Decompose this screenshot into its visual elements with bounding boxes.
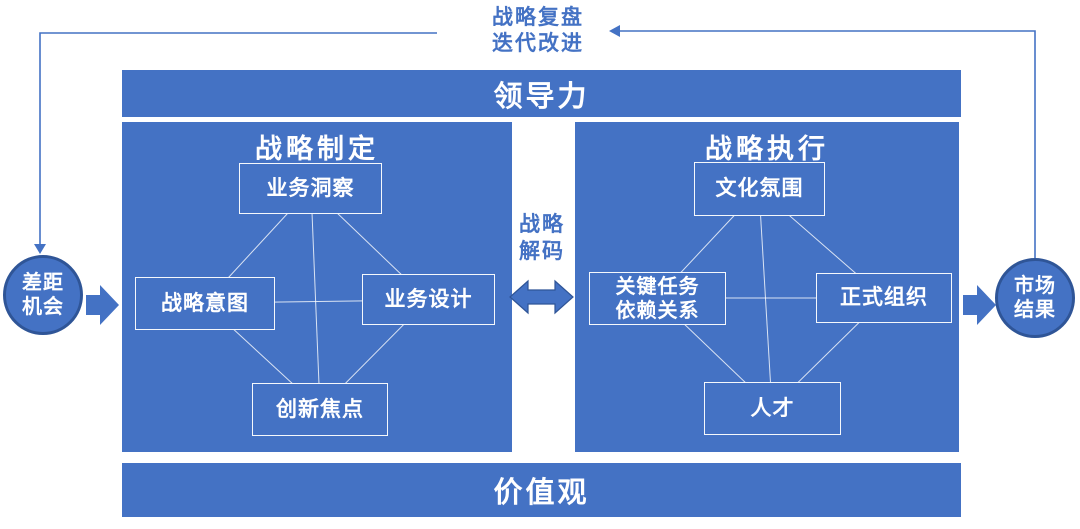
feedback-arrow-left xyxy=(34,32,437,254)
business-design-label: 业务设计 xyxy=(384,287,473,311)
market-label: 市场 xyxy=(1014,275,1056,297)
key-tasks-dependencies-box: 关键任务 依赖关系 xyxy=(589,272,726,325)
strategy-decode-line1: 战略 xyxy=(519,213,565,236)
gap-label: 差距 xyxy=(22,272,64,294)
business-insight-label: 业务洞察 xyxy=(266,176,355,200)
feedback-loop-label: 战略复盘 迭代改进 xyxy=(458,5,618,57)
decode-double-arrow xyxy=(509,279,574,315)
formal-organization-box: 正式组织 xyxy=(816,273,952,323)
culture-atmosphere-box: 文化氛围 xyxy=(694,162,825,216)
feedback-loop-label-line1: 战略复盘 xyxy=(492,6,584,29)
strategic-intent-box: 战略意图 xyxy=(135,277,275,330)
feedback-arrow-right xyxy=(609,25,1036,258)
formal-organization-label: 正式组织 xyxy=(840,286,928,309)
strategic-intent-label: 战略意图 xyxy=(161,291,249,315)
key-tasks-label: 关键任务 xyxy=(615,275,700,298)
business-design-box: 业务设计 xyxy=(362,274,495,325)
execution-panel-title: 战略执行 xyxy=(705,134,829,164)
market-results-circle: 市场 结果 xyxy=(995,258,1075,338)
strategy-decode-line2: 解码 xyxy=(519,240,565,263)
strategy-decode-label: 战略 解码 xyxy=(508,211,576,265)
formulation-panel-title: 战略制定 xyxy=(255,134,379,164)
innovation-focus-box: 创新焦点 xyxy=(252,383,388,436)
talent-label: 人才 xyxy=(750,396,795,420)
leadership-bar-label: 领导力 xyxy=(493,80,590,113)
strategy-formulation-panel: 战略制定 业务洞察 战略意图 业务设计 创新焦点 xyxy=(122,122,512,452)
input-flow-arrow xyxy=(86,285,119,325)
strategy-execution-panel: 战略执行 文化氛围 关键任务 依赖关系 正式组织 人才 xyxy=(575,122,959,452)
values-bar: 价值观 xyxy=(122,463,961,517)
values-bar-label: 价值观 xyxy=(493,477,590,509)
opportunity-label: 机会 xyxy=(22,296,64,318)
dependencies-label: 依赖关系 xyxy=(615,299,700,322)
leadership-bar: 领导力 xyxy=(122,70,961,117)
feedback-loop-label-line2: 迭代改进 xyxy=(492,32,584,55)
talent-box: 人才 xyxy=(704,382,841,435)
culture-atmosphere-label: 文化氛围 xyxy=(715,177,804,200)
gap-opportunity-circle: 差距 机会 xyxy=(3,255,83,335)
results-label: 结果 xyxy=(1014,299,1056,321)
output-flow-arrow xyxy=(963,285,996,325)
business-insight-box: 业务洞察 xyxy=(239,163,382,214)
innovation-focus-label: 创新焦点 xyxy=(276,397,364,421)
